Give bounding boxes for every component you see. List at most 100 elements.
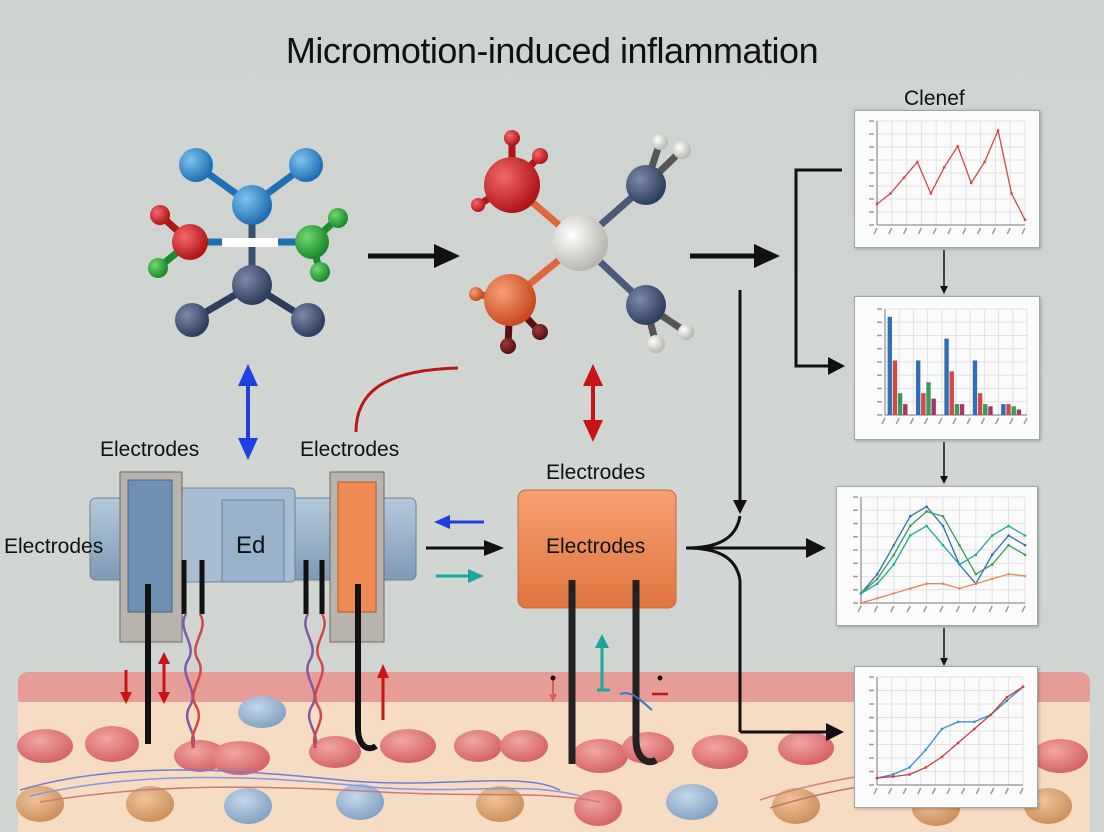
data-point xyxy=(875,202,879,206)
bar xyxy=(931,398,936,415)
x-tick-mark xyxy=(1006,227,1011,235)
x-tick-mark xyxy=(917,787,922,795)
data-point xyxy=(876,582,879,586)
x-tick-mark xyxy=(932,227,937,235)
data-point xyxy=(941,524,945,528)
x-tick-mark xyxy=(972,605,977,613)
label-electrodes-left-side: Electrodes xyxy=(4,535,104,558)
data-point xyxy=(859,601,863,605)
bar xyxy=(977,393,983,415)
bar xyxy=(1006,404,1011,415)
bar xyxy=(983,404,988,415)
line-chart-4 xyxy=(869,676,1025,795)
data-point xyxy=(940,755,944,759)
x-tick-mark xyxy=(980,417,986,425)
data-point xyxy=(908,524,912,528)
data-point xyxy=(859,592,863,595)
label-electrode-box: Electrodes xyxy=(546,535,646,558)
data-point xyxy=(956,741,960,745)
bar xyxy=(988,406,993,415)
data-point xyxy=(908,514,912,518)
data-point xyxy=(1007,524,1010,528)
data-point xyxy=(891,775,895,778)
data-point xyxy=(892,543,896,547)
data-point xyxy=(1023,553,1027,557)
data-point xyxy=(902,176,906,180)
data-point xyxy=(956,720,960,724)
data-point xyxy=(990,577,994,581)
x-tick-mark xyxy=(975,787,980,795)
data-point xyxy=(889,192,892,195)
merge-arrowhead-bottom xyxy=(826,723,844,741)
data-point xyxy=(892,592,896,595)
chart-panel-2 xyxy=(854,296,1040,440)
flow-arrows-top xyxy=(368,244,780,268)
x-tick-mark xyxy=(895,417,900,425)
data-point xyxy=(989,713,992,717)
data-point xyxy=(892,553,896,557)
x-tick-mark xyxy=(966,417,971,425)
molecule-left xyxy=(148,148,348,337)
data-point xyxy=(908,766,911,769)
data-point xyxy=(1021,685,1025,689)
x-tick-mark xyxy=(988,605,993,613)
x-tick-mark xyxy=(946,787,951,795)
x-tick-mark xyxy=(991,227,997,235)
data-point xyxy=(941,514,945,518)
x-tick-mark xyxy=(947,227,952,235)
data-point xyxy=(876,596,879,600)
bracket-arrowhead xyxy=(828,357,845,375)
x-tick-mark xyxy=(1021,227,1026,235)
data-point xyxy=(958,543,961,547)
data-point xyxy=(924,766,927,769)
x-tick-mark xyxy=(873,787,878,795)
data-point xyxy=(1010,192,1013,195)
data-point xyxy=(891,773,895,776)
x-tick-mark xyxy=(1023,417,1028,425)
data-point xyxy=(908,534,912,537)
molecule-right xyxy=(469,130,694,354)
merge-connector xyxy=(685,290,826,734)
data-point xyxy=(1007,534,1010,537)
data-point xyxy=(1005,699,1009,703)
x-tick-mark xyxy=(887,787,893,795)
x-tick-mark xyxy=(952,417,957,425)
data-point xyxy=(876,577,879,581)
data-point xyxy=(925,505,928,508)
data-point xyxy=(916,160,919,164)
tissue-cells xyxy=(16,696,1088,826)
label-electrodes-mid-top: Electrodes xyxy=(300,438,400,461)
data-point xyxy=(1023,534,1027,537)
x-tick-mark xyxy=(873,605,879,613)
x-tick-mark xyxy=(1021,605,1026,613)
merge-arrowhead-right xyxy=(806,538,826,558)
data-point xyxy=(974,553,978,557)
bar xyxy=(887,316,892,415)
data-point xyxy=(942,165,946,169)
data-point xyxy=(941,582,945,586)
data-point xyxy=(940,727,944,731)
bar xyxy=(1001,404,1006,415)
x-tick-mark xyxy=(922,605,928,613)
label-electrodes-left-top: Electrodes xyxy=(100,438,200,461)
data-point xyxy=(1007,543,1010,547)
red-curve xyxy=(354,366,459,433)
x-tick-mark xyxy=(881,417,886,425)
data-point xyxy=(875,776,879,780)
x-tick-mark xyxy=(1019,787,1024,795)
tissue xyxy=(16,672,1090,832)
blue-double-arrow xyxy=(238,364,258,460)
data-point xyxy=(924,748,927,752)
x-tick-mark xyxy=(906,605,911,613)
x-tick-mark xyxy=(1004,605,1010,613)
red-double-arrow xyxy=(583,364,603,442)
x-tick-mark xyxy=(923,417,929,425)
data-point xyxy=(983,160,986,164)
chart-panel-3 xyxy=(836,486,1038,626)
bar xyxy=(1011,406,1016,415)
tissue-arrows xyxy=(120,652,389,720)
data-point xyxy=(969,181,973,185)
bar xyxy=(897,393,903,415)
chart-panel-1 xyxy=(854,110,1040,248)
